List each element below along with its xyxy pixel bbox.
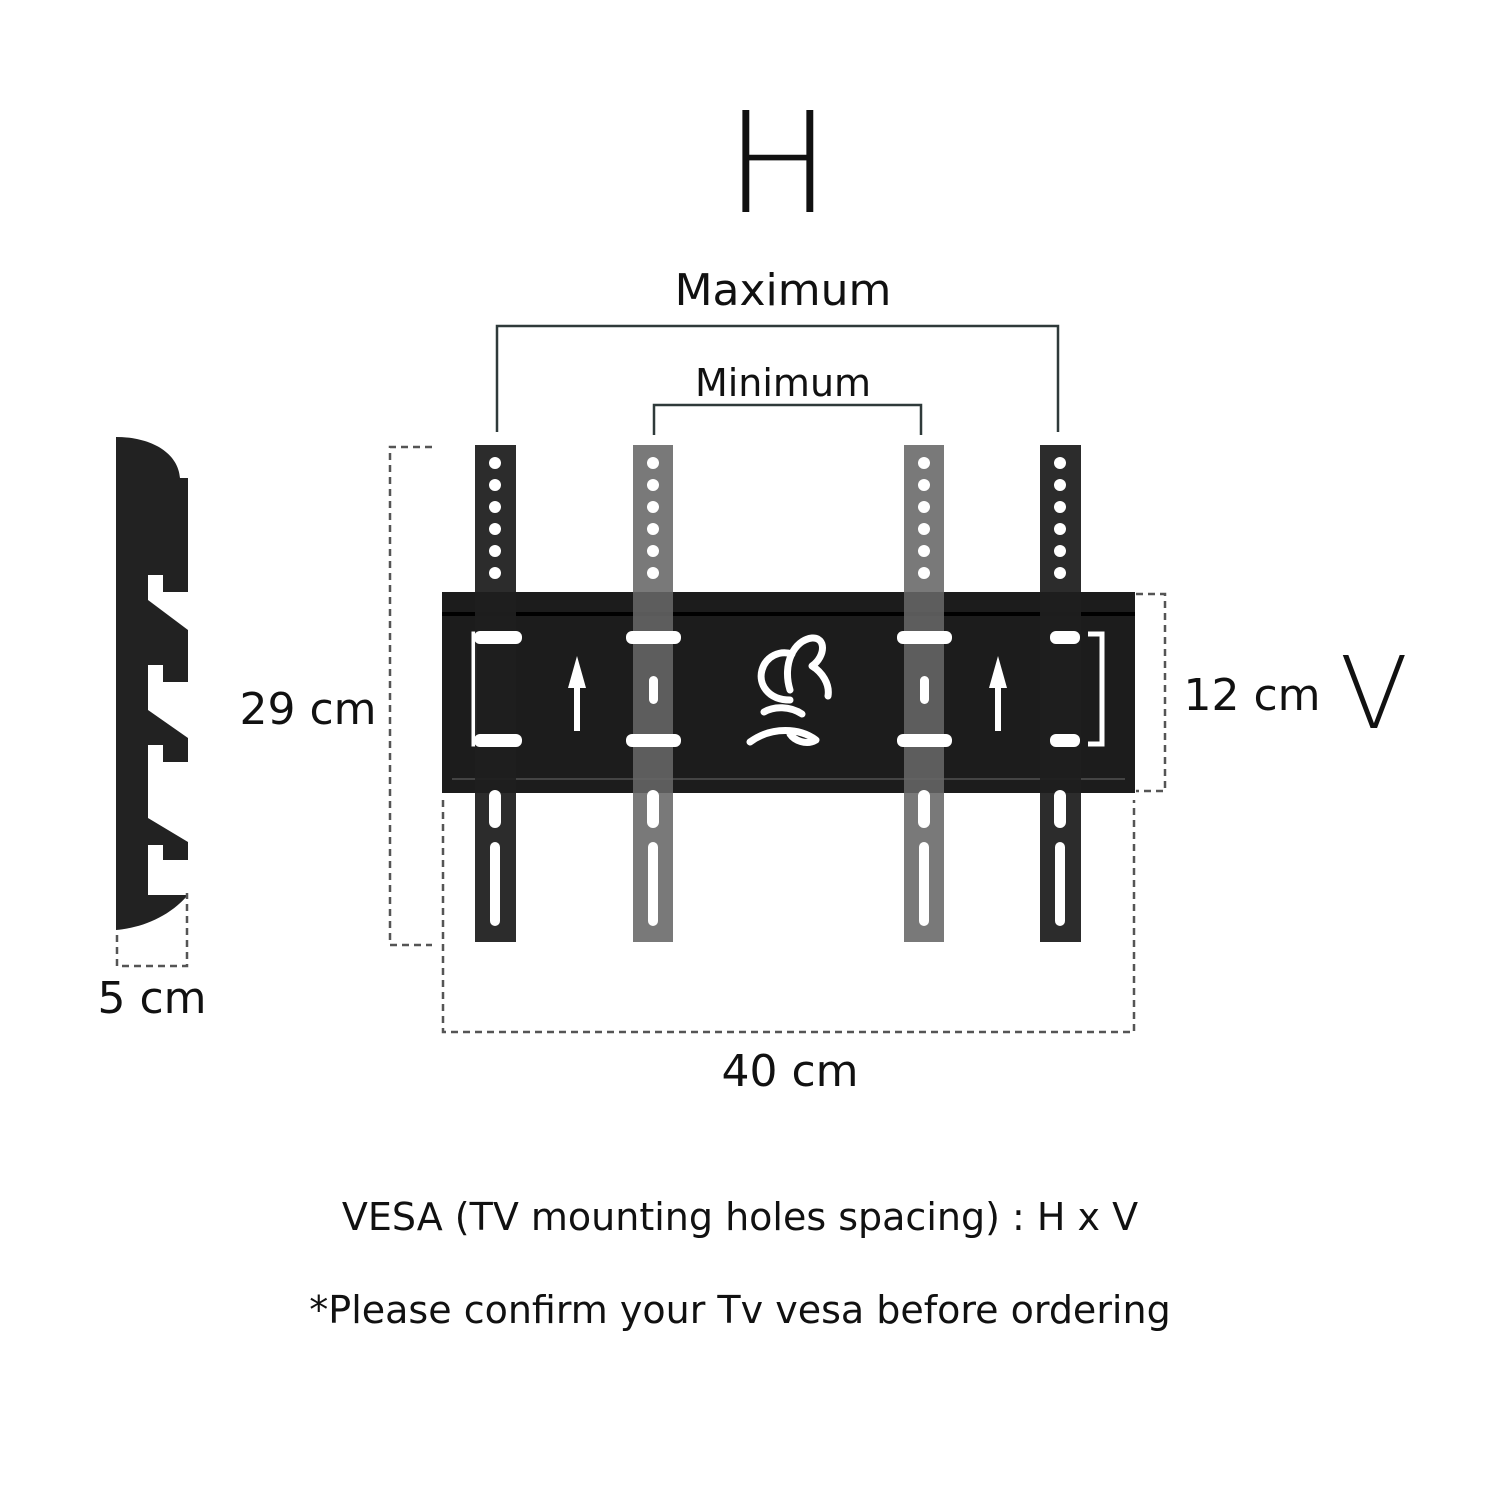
bracket-height-label: 12 cm: [1183, 670, 1320, 721]
minimum-bracket: [652, 403, 923, 435]
depth-label: 5 cm: [97, 973, 206, 1024]
horizontal-letter: H: [725, 83, 830, 246]
width-dimension-line: [441, 800, 1136, 1034]
side-profile: [116, 437, 188, 930]
width-label: 40 cm: [721, 1046, 858, 1097]
outer-right-arm: [1040, 445, 1081, 942]
confirm-note: *Please confirm your Tv vesa before orde…: [309, 1288, 1170, 1332]
bracket-height-dimension-line: [1136, 592, 1167, 793]
depth-dimension-line: [115, 893, 189, 968]
minimum-label: Minimum: [695, 361, 871, 405]
vertical-letter: V: [1340, 635, 1408, 752]
up-arrow-icon: [568, 656, 586, 731]
inner-right-arm: [904, 445, 944, 942]
vesa-note: VESA (TV mounting holes spacing) : H x V: [342, 1195, 1138, 1239]
maximum-label: Maximum: [675, 265, 892, 316]
up-arrow-icon: [989, 656, 1007, 731]
maximum-bracket: [495, 324, 1060, 432]
plate-slots: [474, 631, 1080, 747]
outer-left-arm: [475, 445, 516, 942]
height-dimension-line: [388, 445, 432, 947]
brand-logo-icon: [746, 634, 832, 746]
height-label: 29 cm: [239, 684, 376, 735]
